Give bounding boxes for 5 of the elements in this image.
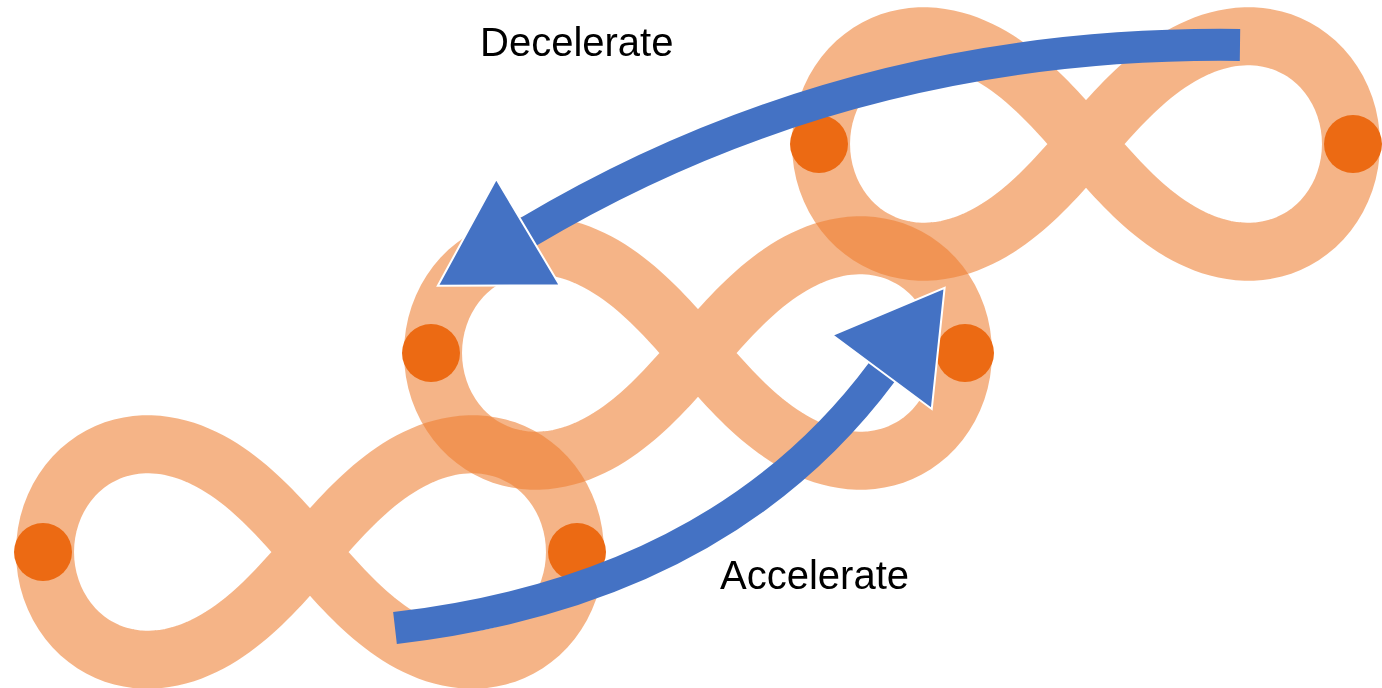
curved-arrow: [435, 29, 1241, 287]
curved-arrow: [392, 289, 949, 644]
figure-eight-drawing: [402, 216, 994, 490]
figure-eight-drawing: [790, 7, 1382, 281]
figure-eight-drawing: [14, 415, 606, 688]
